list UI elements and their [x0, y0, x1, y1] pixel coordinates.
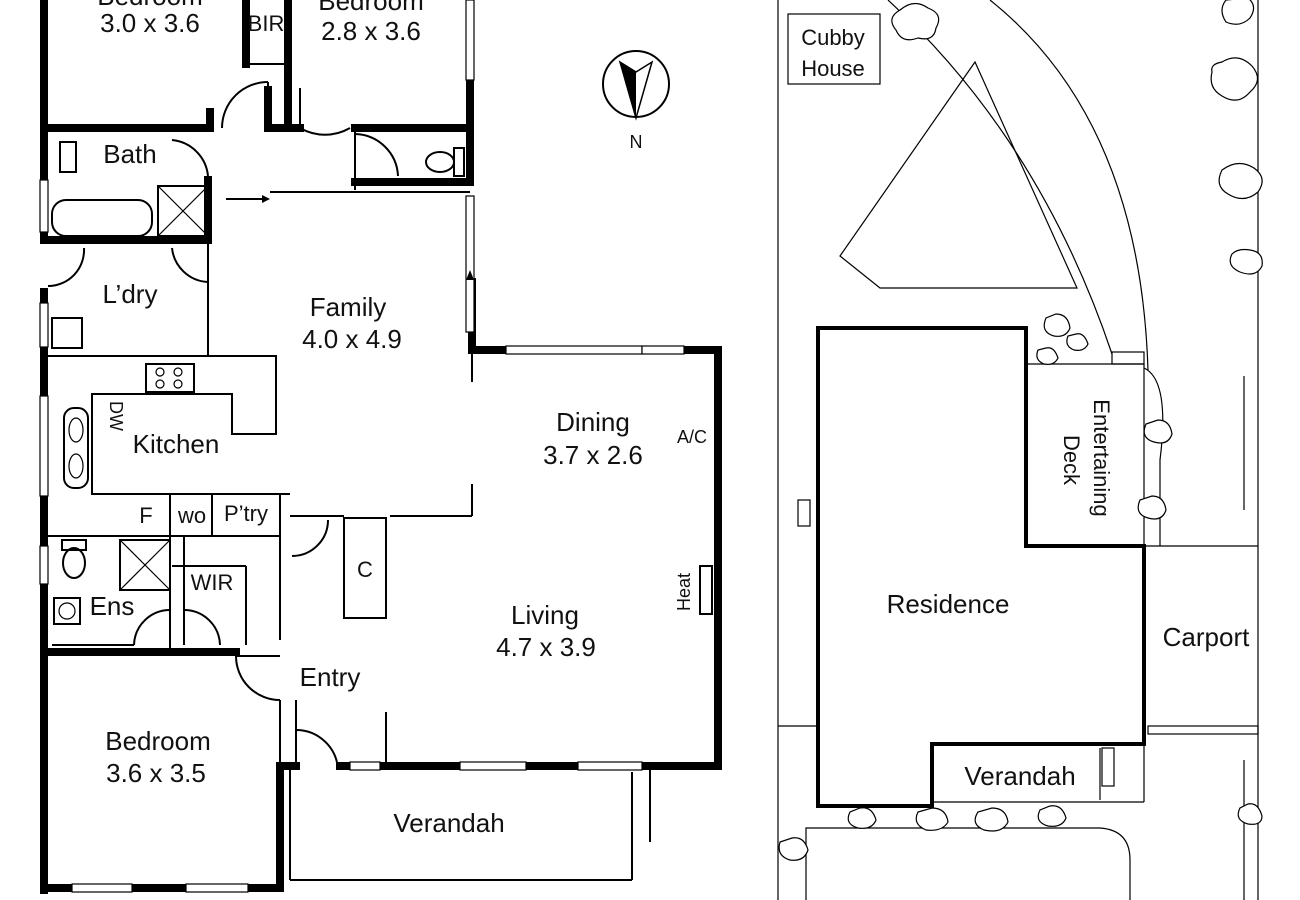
room-name-bedroom-top-mid: Bedroom: [318, 0, 424, 16]
site-label-carport: Carport: [1163, 622, 1250, 652]
site-label-verandah: Verandah: [964, 761, 1075, 791]
room-name-wir: WIR: [191, 570, 234, 595]
room-name-pantry: P’try: [224, 501, 268, 526]
fixture-label-ac: A/C: [677, 427, 707, 447]
room-name-laundry: L’dry: [103, 279, 158, 309]
room-size-living: 4.7 x 3.9: [496, 632, 596, 662]
room-name-family: Family: [310, 292, 387, 322]
room-labels: Bedroom 3.0 x 3.6 BIR Bedroom 2.8 x 3.6 …: [90, 0, 707, 838]
room-name-verandah: Verandah: [393, 808, 504, 838]
room-name-living: Living: [511, 600, 579, 630]
room-name-ensuite: Ens: [90, 591, 135, 621]
room-name-entry: Entry: [300, 662, 361, 692]
appliance-label-fridge: F: [139, 503, 152, 528]
room-size-family: 4.0 x 4.9: [302, 324, 402, 354]
room-name-cupboard: C: [357, 557, 373, 582]
site-label-cubby-line1: Cubby: [801, 25, 865, 50]
room-name-bath: Bath: [103, 139, 157, 169]
site-plan: Cubby House: [777, 0, 1263, 900]
room-name-bedroom-top-left: Bedroom: [97, 0, 203, 11]
room-name-wo: wo: [177, 503, 206, 528]
room-size-bedroom-top-left: 3.0 x 3.6: [100, 8, 200, 38]
site-label-cubby-line2: House: [801, 56, 865, 81]
site-label-deck-line1: Entertaining: [1089, 399, 1114, 516]
site-label-residence: Residence: [887, 589, 1010, 619]
room-name-bedroom-bottom: Bedroom: [105, 726, 211, 756]
room-size-bedroom-top-mid: 2.8 x 3.6: [321, 16, 421, 46]
room-size-bedroom-bottom: 3.6 x 3.5: [106, 758, 206, 788]
windows: [39, 0, 685, 893]
north-label: N: [630, 132, 643, 152]
room-name-dining: Dining: [556, 407, 630, 437]
interior-walls: [40, 0, 474, 768]
site-label-deck-line2: Deck: [1059, 435, 1084, 486]
appliance-label-dw: DW: [106, 401, 126, 431]
room-size-dining: 3.7 x 2.6: [543, 440, 643, 470]
garden-shrubs: [778, 0, 1263, 861]
north-compass: N: [602, 50, 670, 152]
door-swings: [47, 81, 399, 771]
room-name-bir: BIR: [248, 11, 285, 36]
room-name-kitchen: Kitchen: [133, 429, 220, 459]
fixture-label-heat: Heat: [674, 573, 694, 611]
verandah-outline: [289, 770, 651, 881]
fixtures: [51, 141, 713, 625]
